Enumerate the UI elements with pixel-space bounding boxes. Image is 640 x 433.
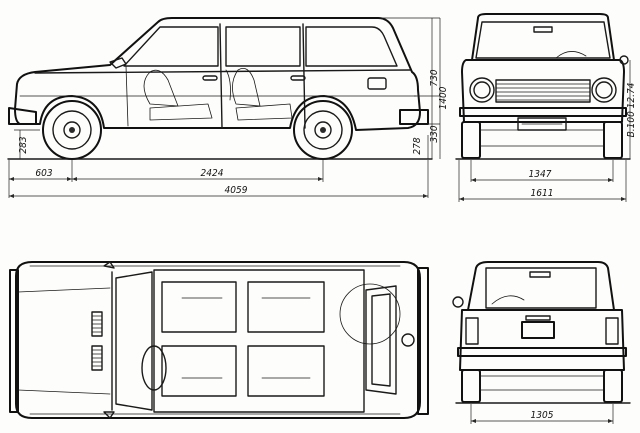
dim-overall-height: 1400	[438, 86, 449, 109]
dim-sill-height: 330	[429, 125, 440, 142]
dim-rear-track: 1305	[531, 410, 554, 421]
dim-wheelbase: 2424	[201, 168, 224, 179]
dim-front-track: 1347	[529, 169, 552, 180]
dim-rear-clearance: 278	[412, 137, 423, 154]
dim-overall-width: 1611	[531, 188, 554, 199]
rear-view	[452, 261, 631, 404]
front-view-dimensions	[458, 60, 631, 202]
front-view	[455, 13, 631, 160]
dim-front-overhang: 603	[35, 168, 52, 179]
dim-loaded-height: В.100 12.74	[626, 82, 637, 137]
side-view	[7, 17, 433, 160]
dim-roof-height: 730	[429, 69, 440, 86]
dim-axle-height: 283	[18, 136, 29, 153]
dim-overall-length: 4059	[225, 185, 248, 196]
top-view	[9, 261, 429, 419]
side-view-dimensions	[8, 17, 441, 198]
rear-view-dimensions	[470, 404, 614, 424]
